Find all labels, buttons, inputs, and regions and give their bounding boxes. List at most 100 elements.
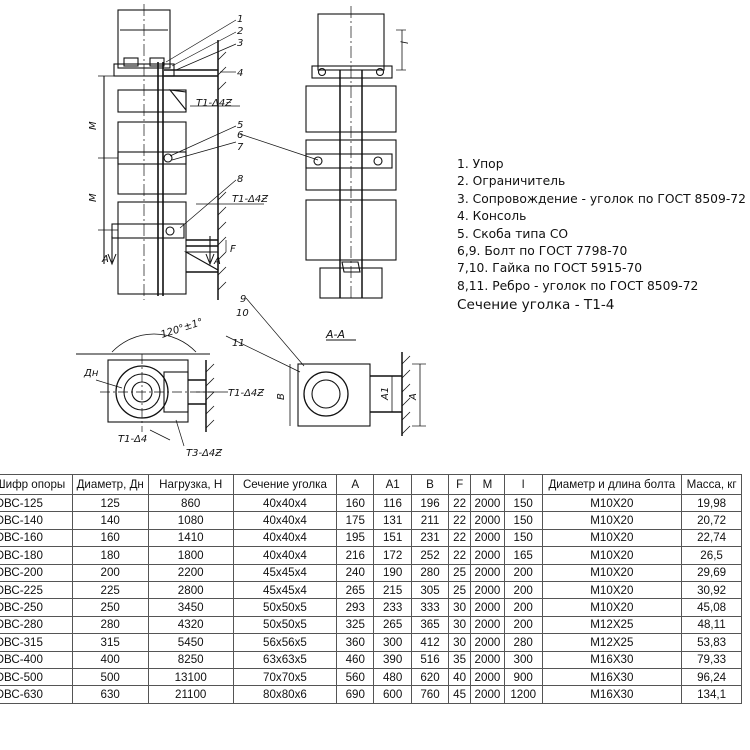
- legend-item: 6,9. Болт по ГОСТ 7798-70: [457, 244, 628, 259]
- table-cell: 195: [336, 528, 375, 548]
- table-cell: М12Х25: [541, 615, 683, 635]
- table-cell: 56х56х5: [232, 633, 338, 652]
- callout-4: 4: [237, 68, 243, 79]
- table-cell: 63х63х5: [232, 650, 338, 669]
- dim-b-label: B: [276, 393, 287, 400]
- table-cell: ОВС-280: [0, 615, 73, 635]
- table-cell: М16Х30: [541, 685, 683, 704]
- table-cell: 150: [503, 493, 543, 513]
- table-cell: 300: [503, 650, 543, 669]
- table-cell: 233: [373, 598, 412, 617]
- table-cell: 252: [410, 546, 450, 565]
- table-cell: 134,1: [681, 685, 742, 704]
- table-cell: 150: [503, 528, 543, 548]
- table-cell: 30,92: [681, 580, 742, 600]
- clamp-body: [297, 363, 371, 427]
- table-cell: 22: [448, 528, 472, 548]
- table-cell: 280: [503, 633, 543, 652]
- table-cell: ОВС-250: [0, 598, 73, 617]
- table-cell: 30: [448, 633, 472, 652]
- callout-6: 6: [237, 130, 243, 141]
- table-cell: 196: [410, 493, 450, 513]
- callout-8: 8: [237, 174, 243, 185]
- weld-mark: Т1-Δ4Ƶ: [232, 194, 268, 205]
- column-header: А: [336, 474, 375, 495]
- column-header: Нагрузка, Н: [147, 474, 234, 495]
- table-cell: 2200: [147, 563, 234, 582]
- table-cell: 25: [448, 580, 472, 600]
- legend-item: 5. Скоба типа СО: [457, 226, 569, 241]
- table-cell: 860: [147, 493, 234, 513]
- table-cell: 2000: [470, 546, 505, 565]
- table-cell: 4320: [147, 615, 234, 635]
- weld-mark: Т1-Δ4Ƶ: [228, 388, 264, 399]
- table-cell: 250: [71, 598, 149, 617]
- column-header: Диаметр, Дн: [71, 474, 149, 495]
- table-cell: 190: [373, 563, 412, 582]
- table-cell: 70х70х5: [232, 667, 338, 687]
- table-cell: 140: [71, 511, 149, 530]
- table-cell: 215: [373, 580, 412, 600]
- section-title: А-А: [325, 328, 345, 341]
- column-header: М: [470, 474, 505, 495]
- angle-label: 120°±1°: [160, 317, 205, 341]
- table-header-row: Шифр опоры Диаметр, Дн Нагрузка, Н Сечен…: [0, 474, 742, 495]
- table-cell: ОВС-630: [0, 685, 73, 704]
- table-cell: 225: [71, 580, 149, 600]
- table-cell: 315: [71, 633, 149, 652]
- table-cell: 50х50х5: [232, 598, 338, 617]
- view-arrow-label: А: [101, 254, 109, 265]
- table-cell: 5450: [147, 633, 234, 652]
- table-cell: 412: [410, 633, 450, 652]
- column-header: Шифр опоры: [0, 474, 73, 495]
- table-cell: 151: [373, 528, 412, 548]
- table-cell: 45х45х4: [232, 563, 338, 582]
- table-cell: М10Х20: [541, 546, 683, 565]
- column-header: Диаметр и длина болта: [541, 474, 683, 495]
- table-cell: 2000: [470, 615, 505, 635]
- table-cell: 240: [336, 563, 375, 582]
- table-cell: 40х40х4: [232, 528, 338, 548]
- table-cell: 500: [71, 667, 149, 687]
- table-cell: 45: [448, 685, 472, 704]
- front-view: [98, 4, 264, 300]
- table-cell: 160: [71, 528, 149, 548]
- parts-legend: 1. Упор 2. Ограничитель 3. Сопровождение…: [457, 156, 746, 315]
- column-header: Масса, кг: [681, 474, 742, 495]
- table-cell: М10Х20: [541, 563, 683, 582]
- table-cell: 620: [410, 667, 450, 687]
- table-cell: М10Х20: [541, 580, 683, 600]
- column-header: F: [448, 474, 472, 495]
- table-cell: 172: [373, 546, 412, 565]
- table-cell: М10Х20: [541, 511, 683, 530]
- table-row: ОВС-250250345050х50х5293233333302000200М…: [0, 598, 742, 617]
- table-cell: М12Х25: [541, 633, 683, 652]
- table-cell: 3450: [147, 598, 234, 617]
- table-cell: 22: [448, 493, 472, 513]
- table-cell: 211: [410, 511, 450, 530]
- table-cell: 45х45х4: [232, 580, 338, 600]
- table-cell: 45,08: [681, 598, 742, 617]
- side-view: [239, 6, 406, 300]
- section-note: Сечение уголка - Т1-4: [457, 297, 615, 314]
- pipe-section: [117, 121, 187, 195]
- table-cell: 2000: [470, 580, 505, 600]
- table-cell: 200: [71, 563, 149, 582]
- table-cell: 630: [71, 685, 149, 704]
- table-cell: 29,69: [681, 563, 742, 582]
- stop-plate: [311, 65, 393, 79]
- wall-hatch: [401, 355, 411, 435]
- dim-m-label: М: [88, 121, 99, 130]
- table-cell: 1410: [147, 528, 234, 548]
- column-header: В: [410, 474, 450, 495]
- table-cell: 25: [448, 563, 472, 582]
- clamp: [111, 223, 185, 239]
- pipe-circle: [303, 371, 349, 417]
- table-cell: 280: [71, 615, 149, 635]
- column-header: l: [503, 474, 543, 495]
- table-cell: ОВС-315: [0, 633, 73, 652]
- table-cell: 35: [448, 650, 472, 669]
- table-cell: 79,33: [681, 650, 742, 669]
- table-cell: 2000: [470, 667, 505, 687]
- table-cell: 293: [336, 598, 375, 617]
